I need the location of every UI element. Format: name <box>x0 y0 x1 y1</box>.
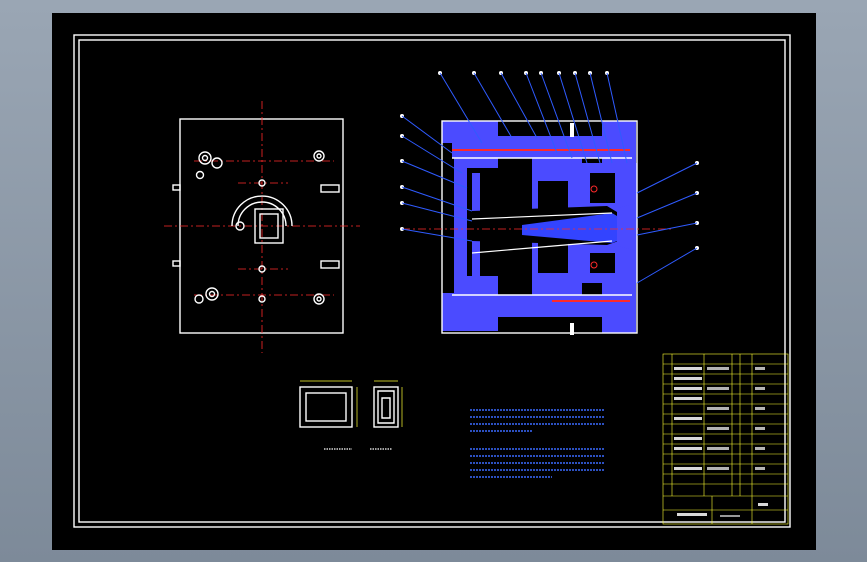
cad-drawing <box>73 34 791 528</box>
title-block <box>662 353 789 525</box>
leader-left-5 <box>401 202 473 222</box>
leader-top-7 <box>574 72 601 164</box>
technical-notes <box>470 409 604 478</box>
leader-top-6 <box>558 72 588 164</box>
plan-side-tab-left <box>172 184 181 191</box>
plan-hole-bottom-left <box>205 287 219 301</box>
leader-top-1 <box>439 72 483 144</box>
section-screw-top <box>570 123 574 137</box>
plan-hole-center-top <box>258 179 266 187</box>
leader-right-3 <box>636 222 698 236</box>
plan-cavity-arc-outer <box>231 195 293 227</box>
section-bolt-2 <box>590 261 598 269</box>
section-screw-bottom <box>570 323 574 335</box>
plan-hole-bottom-mid <box>258 295 266 303</box>
section-balloons-top <box>438 71 628 164</box>
leader-top-5 <box>540 72 573 159</box>
leader-right-1 <box>636 162 698 194</box>
plan-cavity-arc-inner <box>237 201 287 227</box>
leader-right-4 <box>636 247 698 284</box>
section-nozzle <box>617 203 637 251</box>
plan-hole-top-right-inner <box>316 153 322 159</box>
sheet-outer-border <box>73 34 791 528</box>
plan-side-pin-right-bottom <box>320 260 340 269</box>
section-top-clamp-notch <box>442 143 454 293</box>
leader-top-3 <box>500 72 538 139</box>
plan-hole-left-small <box>195 170 205 180</box>
section-cavity-4 <box>590 253 615 273</box>
notes-block-2 <box>470 448 604 478</box>
section-outline-main <box>441 120 638 334</box>
title-block-frame <box>662 353 789 525</box>
leader-top-8 <box>589 72 613 164</box>
plan-hole-bottom-left-2 <box>194 294 204 304</box>
plan-hole-bottom-right-inner <box>316 296 322 302</box>
section-cavity-3 <box>590 173 615 203</box>
title-block-cell-fill <box>674 367 768 517</box>
part-front-outer <box>299 386 353 428</box>
drawing-viewport[interactable] <box>52 13 816 550</box>
plan-view <box>164 101 360 353</box>
leader-left-1 <box>401 115 453 154</box>
leader-left-6 <box>401 228 473 242</box>
section-plate-a <box>452 136 632 158</box>
section-view <box>400 71 699 335</box>
section-balloons-right <box>636 161 699 284</box>
plan-cavity-insert-inner <box>259 213 279 239</box>
plan-hole-top-right <box>313 150 325 162</box>
part-front-inner <box>305 392 347 422</box>
leader-left-2 <box>401 135 463 174</box>
plan-hole-top-left-2 <box>211 157 223 169</box>
leader-top-4 <box>525 72 558 154</box>
leader-right-2 <box>636 192 698 219</box>
part-side-profile <box>377 390 395 424</box>
section-runner-fill <box>522 213 632 243</box>
sheet-inner-border <box>78 39 786 523</box>
plan-side-tab-left-2 <box>172 260 181 267</box>
plan-hole-bottom-right <box>313 293 325 305</box>
section-bolt-1 <box>590 185 598 193</box>
leader-top-9 <box>606 72 628 164</box>
plan-hole-top-left-inner <box>201 154 209 162</box>
section-balloons-left <box>400 114 473 242</box>
title-block-grid <box>663 354 788 524</box>
part-detail-views <box>299 380 403 450</box>
part-side-outer <box>373 386 399 428</box>
plan-sprue <box>235 221 245 231</box>
leader-left-4 <box>401 186 473 212</box>
plan-side-pin-right-top <box>320 184 340 193</box>
plan-hole-bottom-left-inner <box>208 290 216 298</box>
plan-hole-center-bottom <box>258 265 266 273</box>
notes-block-1 <box>470 409 604 432</box>
plan-hole-top-left <box>198 151 212 165</box>
section-ejector-pin <box>471 240 613 254</box>
section-ejector-pin-2 <box>471 212 613 220</box>
leader-left-3 <box>401 160 468 189</box>
plan-cavity-insert <box>254 208 284 244</box>
leader-top-2 <box>473 72 513 139</box>
